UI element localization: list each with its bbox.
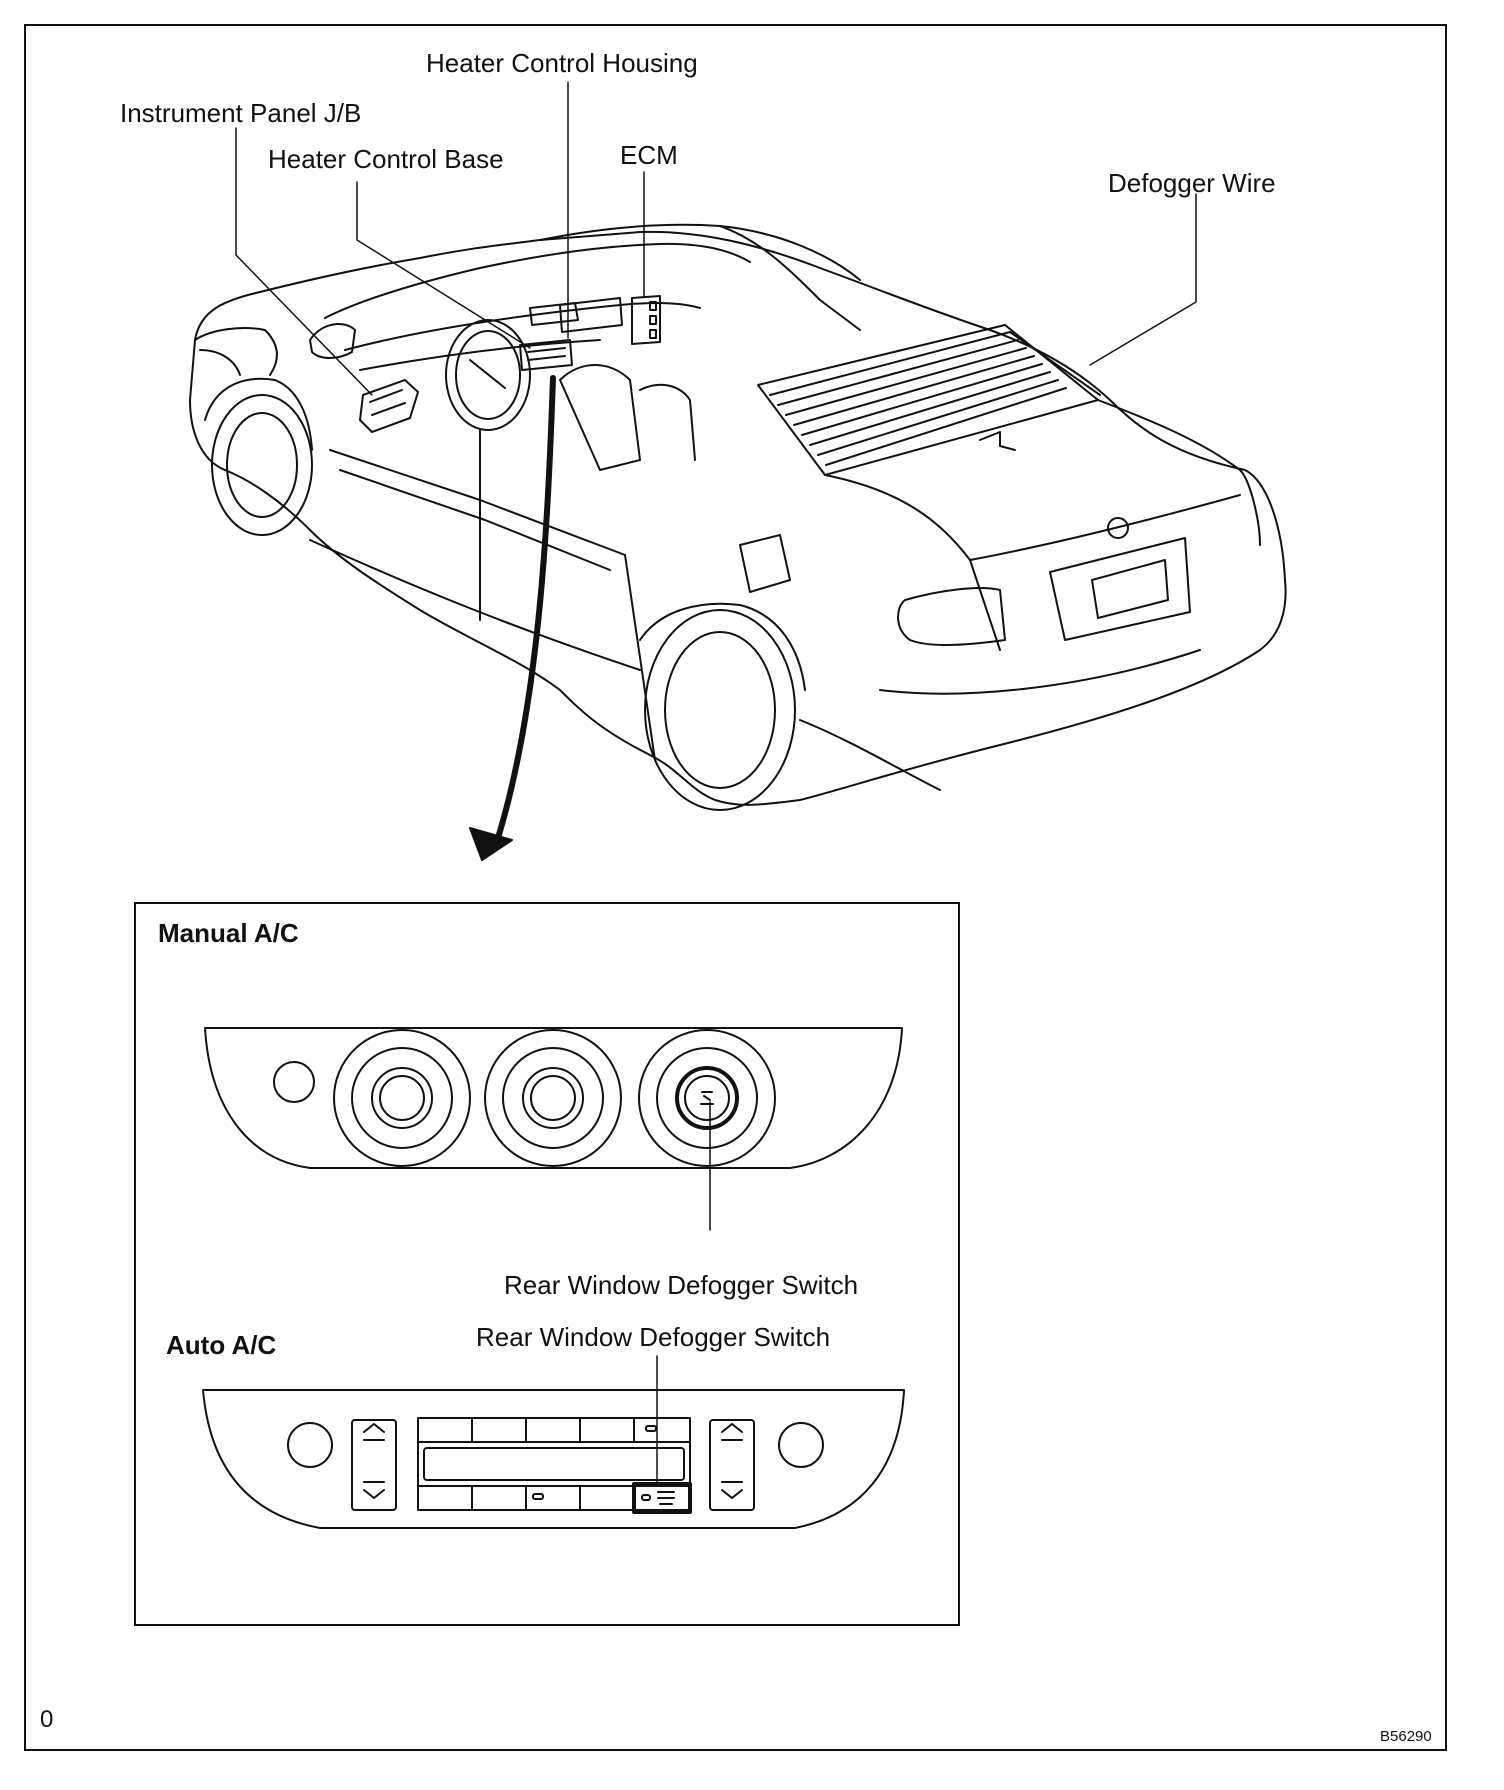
- label-heater-control-housing: Heater Control Housing: [426, 48, 698, 78]
- leader-defogger-wire: [1089, 193, 1197, 366]
- diagram-frame: [24, 24, 1447, 1751]
- manual-ac-panel: [204, 1027, 903, 1169]
- manual-knob-3-defogger: [638, 1029, 776, 1167]
- car-illustration: [189, 223, 1287, 811]
- manual-knob-2: [484, 1029, 622, 1167]
- label-rear-window-defogger-switch-manual: Rear Window Defogger Switch: [504, 1270, 859, 1300]
- leader-heater-control-base: [356, 181, 531, 349]
- auto-defogger-button: [632, 1482, 692, 1514]
- label-ecm: ECM: [620, 140, 678, 170]
- auto-ac-panel: [202, 1389, 905, 1529]
- leader-instrument-panel-jb: [235, 127, 373, 396]
- label-manual-ac: Manual A/C: [158, 918, 299, 948]
- page-marker: 0: [40, 1706, 54, 1733]
- control-panel-inset: [134, 902, 960, 1626]
- label-auto-ac: Auto A/C: [166, 1330, 277, 1360]
- manual-knob-1: [333, 1029, 471, 1167]
- figure-code: B56290: [1380, 1728, 1432, 1745]
- label-instrument-panel-jb: Instrument Panel J/B: [120, 98, 362, 128]
- label-defogger-wire: Defogger Wire: [1108, 168, 1276, 198]
- label-rear-window-defogger-switch-auto: Rear Window Defogger Switch: [476, 1322, 831, 1352]
- label-heater-control-base: Heater Control Base: [268, 144, 504, 174]
- pointer-arrow: [469, 375, 556, 861]
